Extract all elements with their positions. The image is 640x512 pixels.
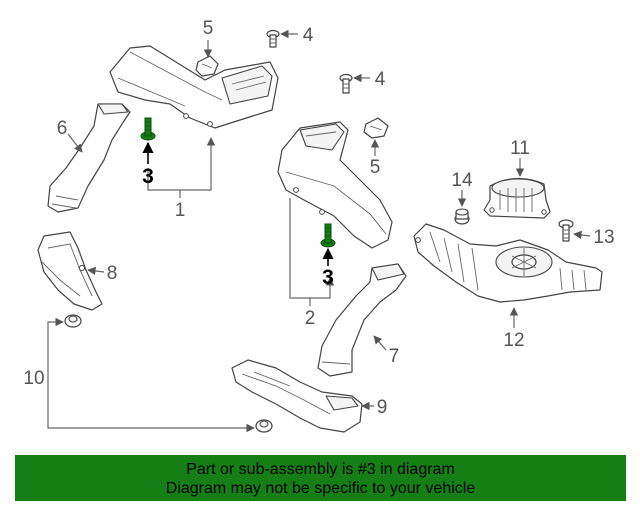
banner-line-2: Diagram may not be specific to your vehi… xyxy=(165,480,476,497)
callout-14: 14 xyxy=(451,170,473,191)
blower-motor-part-11 xyxy=(483,177,551,219)
callout-3-middle: 3 xyxy=(322,266,334,289)
callout-3-upper: 3 xyxy=(142,165,154,188)
callout-13: 13 xyxy=(593,227,614,248)
callout-7: 7 xyxy=(389,346,400,367)
callout-1: 1 xyxy=(175,200,186,221)
screw-part-3-middle xyxy=(320,223,336,248)
callout-5-upper: 5 xyxy=(203,18,214,39)
duct-part-8 xyxy=(37,231,103,311)
duct-part-1 xyxy=(109,45,279,129)
duct-part-9 xyxy=(231,359,363,433)
callout-10: 10 xyxy=(23,368,44,389)
parts-diagram: 1 2 3 3 4 4 5 5 6 7 8 9 10 11 12 13 14 xyxy=(23,18,615,433)
screw-part-4-upper xyxy=(266,29,280,48)
duct-part-7 xyxy=(317,263,407,377)
callout-12: 12 xyxy=(503,330,524,351)
screw-part-3-upper xyxy=(140,117,156,141)
leader-lines xyxy=(47,29,591,433)
info-banner: Part or sub-assembly is #3 in diagram Di… xyxy=(15,455,626,501)
screw-part-13 xyxy=(558,219,574,242)
callout-11: 11 xyxy=(510,138,530,159)
callout-8: 8 xyxy=(107,263,118,284)
clip-part-5-middle xyxy=(363,117,389,139)
callout-9: 9 xyxy=(377,397,388,418)
callout-6: 6 xyxy=(57,118,68,139)
screw-part-4-middle xyxy=(339,73,353,94)
callout-4-middle: 4 xyxy=(375,69,386,90)
grommet-part-10-lower xyxy=(255,419,273,433)
callout-5-middle: 5 xyxy=(370,157,381,178)
banner-line-1: Part or sub-assembly is #3 in diagram xyxy=(186,461,455,478)
callout-labels: 1 2 3 3 4 4 5 5 6 7 8 9 10 11 12 13 14 xyxy=(23,18,614,418)
nut-part-14 xyxy=(454,208,470,225)
grommet-part-10-upper xyxy=(64,314,82,328)
duct-part-6 xyxy=(47,103,131,213)
blower-housing-part-12 xyxy=(413,223,603,303)
duct-part-2 xyxy=(277,121,393,249)
clip-part-5-upper xyxy=(195,55,219,77)
callout-4-upper: 4 xyxy=(303,25,314,46)
callout-2: 2 xyxy=(305,308,316,329)
